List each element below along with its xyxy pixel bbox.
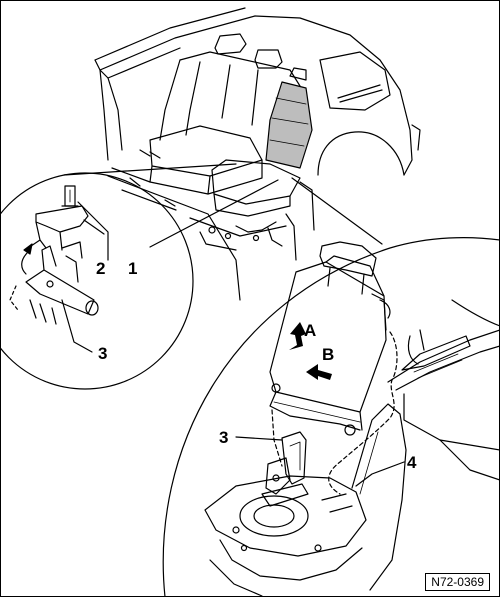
arrow-b [306,364,332,380]
latch-bracket-detail [9,185,99,325]
arrow-a [289,322,306,350]
detail-leader-upper [63,163,237,176]
highlighted-backrest [265,81,313,169]
arrow-label-a: A [304,321,316,340]
callout-label-3-detail: 3 [98,344,107,363]
detail-circle-group [0,163,279,390]
backrest-removed [269,241,391,436]
detail-circle [0,172,194,390]
vehicle-interior-overview [94,7,421,301]
figure-id-label: N72-0369 [425,573,490,591]
latch-striker [261,431,309,507]
main-leader-line [291,177,383,245]
dashed-guide-right [328,331,398,495]
leader-4 [355,461,405,487]
callout-label-3-main: 3 [219,428,228,447]
callout-label-1: 1 [128,259,137,278]
leader-2 [83,219,105,235]
main-detail-area [162,177,500,597]
leader-1 [77,201,109,261]
main-detail-arc [162,237,500,597]
detail-leader-lower [149,179,279,248]
dashed-guide-left [271,409,283,467]
rotation-arrow [21,251,29,275]
arrow-label-b: B [322,345,334,364]
callout-label-4: 4 [407,453,417,472]
cover-trim [351,403,407,591]
leader-3-main [235,436,283,441]
leader-3-detail [61,299,93,353]
callout-label-2: 2 [96,259,105,278]
